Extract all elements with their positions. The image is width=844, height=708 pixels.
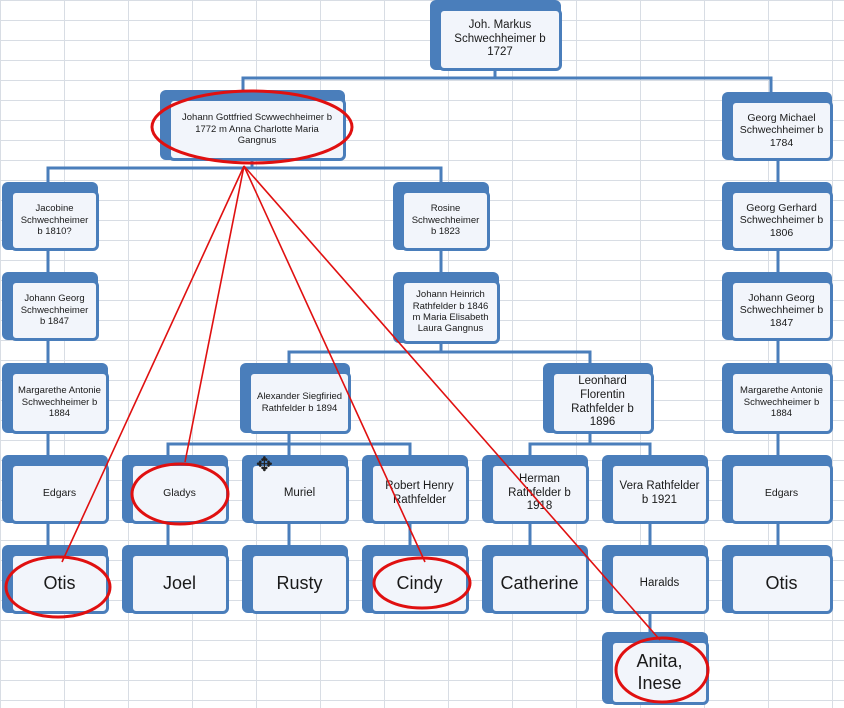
node-georg-gerhard[interactable]: Georg Gerhard Schwechheimer b 1806 bbox=[722, 182, 833, 251]
node-leonhard-label: Leonhard Florentin Rathfelder b 1896 bbox=[551, 371, 654, 434]
node-gladys-label: Gladys bbox=[130, 463, 229, 524]
node-haralds-label: Haralds bbox=[610, 553, 709, 614]
node-root[interactable]: Joh. Markus Schwechheimer b 1727 bbox=[430, 0, 562, 71]
node-otis-left[interactable]: Otis bbox=[2, 545, 109, 614]
node-robert[interactable]: Robert Henry Rathfelder bbox=[362, 455, 469, 524]
node-jacobine[interactable]: Jacobine Schwechheimer b 1810? bbox=[2, 182, 99, 251]
node-edgars-left[interactable]: Edgars bbox=[2, 455, 109, 524]
node-root-label: Joh. Markus Schwechheimer b 1727 bbox=[438, 8, 562, 71]
node-rosine[interactable]: Rosine Schwechheimer b 1823 bbox=[393, 182, 490, 251]
node-georg-gerhard-label: Georg Gerhard Schwechheimer b 1806 bbox=[730, 190, 833, 251]
node-catherine[interactable]: Catherine bbox=[482, 545, 589, 614]
node-vera-label: Vera Rathfelder b 1921 bbox=[610, 463, 709, 524]
node-margarethe-left[interactable]: Margarethe Antonie Schwechheimer b 1884 bbox=[2, 363, 109, 434]
node-leonhard[interactable]: Leonhard Florentin Rathfelder b 1896 bbox=[543, 363, 654, 434]
node-johann-gottfried[interactable]: Johann Gottfried Scwwechheimer b 1772 m … bbox=[160, 90, 346, 161]
node-otis-right-label: Otis bbox=[730, 553, 833, 614]
node-georg-michael[interactable]: Georg Michael Schwechheimer b 1784 bbox=[722, 92, 833, 161]
node-edgars-right[interactable]: Edgars bbox=[722, 455, 833, 524]
node-cindy[interactable]: Cindy bbox=[362, 545, 469, 614]
node-cindy-label: Cindy bbox=[370, 553, 469, 614]
node-johann-georg-right[interactable]: Johann Georg Schwechheimer b 1847 bbox=[722, 272, 833, 341]
node-margarethe-left-label: Margarethe Antonie Schwechheimer b 1884 bbox=[10, 371, 109, 434]
node-otis-right[interactable]: Otis bbox=[722, 545, 833, 614]
node-rosine-label: Rosine Schwechheimer b 1823 bbox=[401, 190, 490, 251]
node-johann-heinrich-label: Johann Heinrich Rathfelder b 1846 m Mari… bbox=[401, 280, 500, 344]
node-anita-inese[interactable]: Anita, Inese bbox=[602, 632, 709, 705]
node-herman-label: Herman Rathfelder b 1918 bbox=[490, 463, 589, 524]
node-vera[interactable]: Vera Rathfelder b 1921 bbox=[602, 455, 709, 524]
node-alexander[interactable]: Alexander Siegfiried Rathfelder b 1894 bbox=[240, 363, 351, 434]
node-margarethe-right[interactable]: Margarethe Antonie Schwechheimer b 1884 bbox=[722, 363, 833, 434]
node-alexander-label: Alexander Siegfiried Rathfelder b 1894 bbox=[248, 371, 351, 434]
node-jacobine-label: Jacobine Schwechheimer b 1810? bbox=[10, 190, 99, 251]
move-cursor-icon: ✥ bbox=[256, 454, 273, 476]
node-johann-georg-left-label: Johann Georg Schwechheimer b 1847 bbox=[10, 280, 99, 341]
node-gladys[interactable]: Gladys bbox=[122, 455, 229, 524]
node-otis-left-label: Otis bbox=[10, 553, 109, 614]
node-edgars-right-label: Edgars bbox=[730, 463, 833, 524]
node-johann-gottfried-label: Johann Gottfried Scwwechheimer b 1772 m … bbox=[168, 98, 346, 161]
node-johann-georg-right-label: Johann Georg Schwechheimer b 1847 bbox=[730, 280, 833, 341]
node-catherine-label: Catherine bbox=[490, 553, 589, 614]
node-rusty-label: Rusty bbox=[250, 553, 349, 614]
node-haralds[interactable]: Haralds bbox=[602, 545, 709, 614]
node-joel-label: Joel bbox=[130, 553, 229, 614]
node-herman[interactable]: Herman Rathfelder b 1918 bbox=[482, 455, 589, 524]
node-margarethe-right-label: Margarethe Antonie Schwechheimer b 1884 bbox=[730, 371, 833, 434]
node-rusty[interactable]: Rusty bbox=[242, 545, 349, 614]
node-joel[interactable]: Joel bbox=[122, 545, 229, 614]
node-anita-inese-label: Anita, Inese bbox=[610, 640, 709, 705]
node-edgars-left-label: Edgars bbox=[10, 463, 109, 524]
node-johann-heinrich[interactable]: Johann Heinrich Rathfelder b 1846 m Mari… bbox=[393, 272, 500, 344]
node-johann-georg-left[interactable]: Johann Georg Schwechheimer b 1847 bbox=[2, 272, 99, 341]
node-georg-michael-label: Georg Michael Schwechheimer b 1784 bbox=[730, 100, 833, 161]
node-robert-label: Robert Henry Rathfelder bbox=[370, 463, 469, 524]
